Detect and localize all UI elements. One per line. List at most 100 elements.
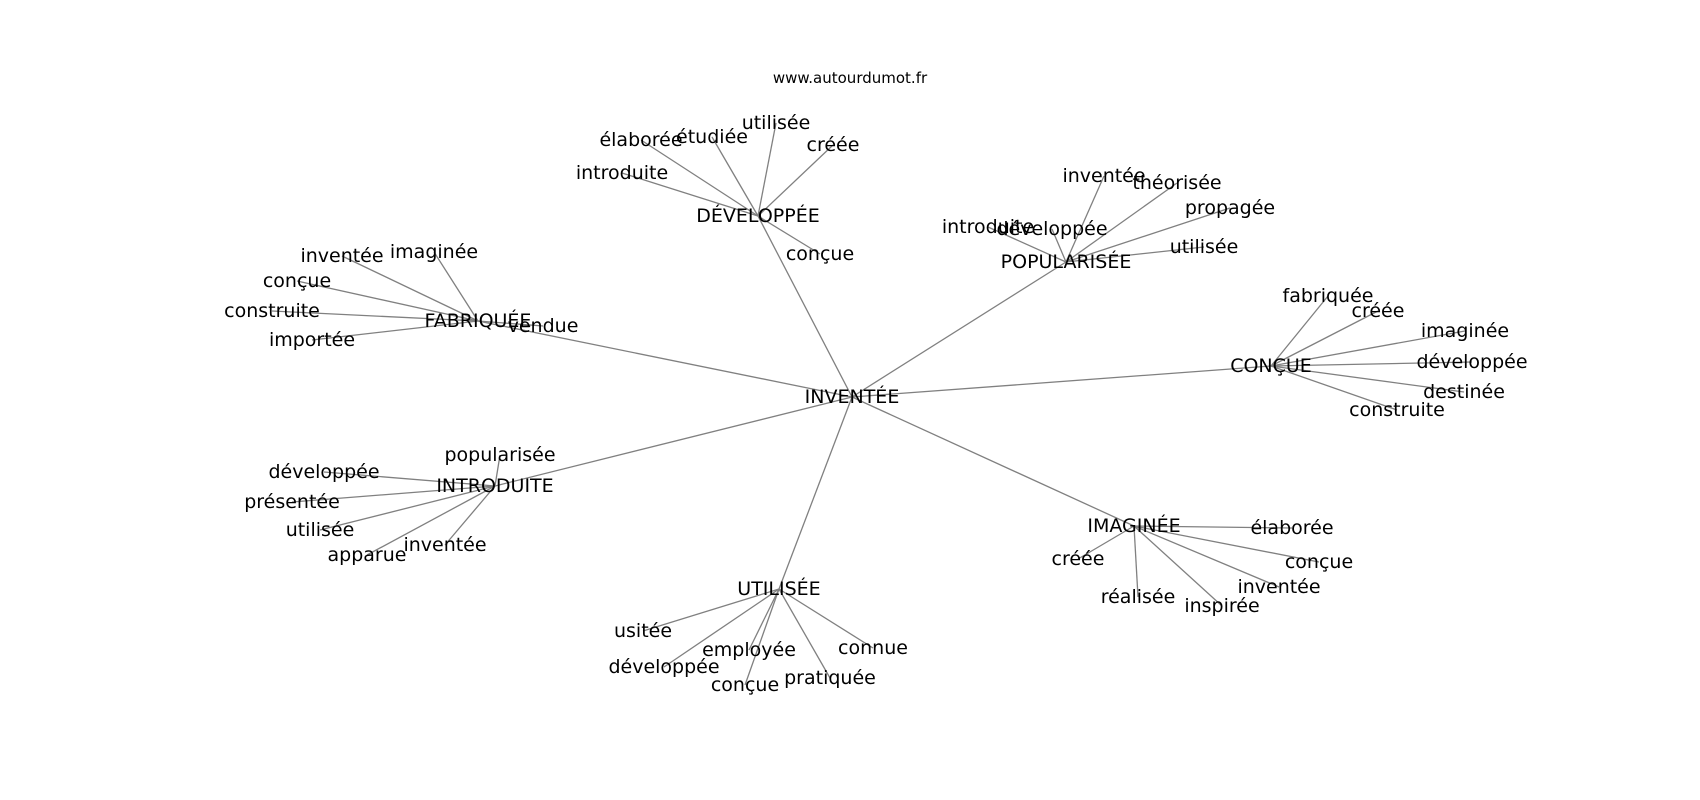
graph-edges	[271, 122, 1473, 686]
leaf-node-label: inspirée	[1184, 595, 1259, 617]
leaf-node-label: élaborée	[599, 129, 682, 151]
edge-hub-leaf	[1065, 182, 1178, 263]
edge-hub-leaf	[1133, 525, 1293, 529]
hub-node-label: CONÇUE	[1230, 355, 1312, 377]
edge-hub-leaf	[642, 588, 780, 632]
leaf-node-label: conçue	[263, 270, 331, 292]
leaf-node-label: importée	[269, 329, 355, 351]
edge-hub-leaf	[494, 454, 501, 487]
edge-hub-leaf	[757, 215, 821, 255]
leaf-node-label: destinée	[1423, 381, 1505, 403]
leaf-node-label: usitée	[614, 620, 672, 642]
edge-hub-leaf	[1065, 207, 1231, 263]
edge-hub-leaf	[778, 588, 831, 679]
edge-hub-leaf	[477, 320, 544, 327]
leaf-node-label: inventée	[300, 245, 383, 267]
leaf-node-label: développée	[1416, 351, 1527, 373]
leaf-node-label: pratiquée	[784, 667, 876, 689]
hub-node-label: POPULARISÉE	[1001, 250, 1132, 273]
leaf-node-label: utilisée	[286, 519, 355, 541]
edge-center-hub	[851, 396, 1135, 527]
edge-hub-leaf	[341, 255, 479, 322]
hub-node-label: INTRODUITE	[436, 475, 553, 497]
leaf-node-label: apparue	[328, 544, 407, 566]
leaf-node-label: introduite	[942, 216, 1034, 238]
edge-hub-leaf	[366, 485, 496, 556]
hub-node-label: DÉVELOPPÉE	[696, 204, 819, 227]
edge-hub-leaf	[433, 251, 479, 322]
leaf-node-label: théorisée	[1132, 172, 1221, 194]
edge-center-hub	[494, 396, 853, 487]
edge-hub-leaf	[1065, 246, 1205, 263]
leaf-node-label: construite	[224, 300, 320, 322]
edge-center-hub	[851, 365, 1272, 398]
source-url: www.autourdumot.fr	[773, 69, 928, 87]
edge-hub-leaf	[1270, 365, 1398, 411]
leaf-node-label: étudiée	[676, 126, 748, 148]
edge-hub-leaf	[778, 588, 874, 649]
hub-node-label: UTILISÉE	[737, 577, 820, 600]
edge-hub-leaf	[291, 485, 496, 503]
edge-hub-leaf	[271, 310, 479, 322]
edge-hub-leaf	[1133, 525, 1320, 563]
hub-node-label: FABRIQUÉE	[425, 309, 532, 332]
leaf-node-label: introduite	[576, 162, 668, 184]
edge-hub-leaf	[1051, 228, 1067, 263]
hub-node-label: IMAGINÉE	[1087, 514, 1180, 537]
edge-center-hub	[851, 261, 1067, 398]
edge-center-hub	[757, 215, 853, 398]
leaf-node-label: utilisée	[1170, 236, 1239, 258]
edge-hub-leaf	[757, 122, 777, 217]
leaf-node-label: développée	[268, 461, 379, 483]
edge-hub-leaf	[296, 280, 479, 322]
leaf-node-label: fabriquée	[1283, 285, 1374, 307]
leaf-node-label: développée	[996, 218, 1107, 240]
leaf-node-label: construite	[1349, 399, 1445, 421]
leaf-node-label: inventée	[1237, 576, 1320, 598]
edge-hub-leaf	[1133, 525, 1223, 607]
leaf-node-label: réalisée	[1101, 586, 1176, 608]
edge-hub-leaf	[311, 320, 479, 341]
leaf-node-label: vendue	[508, 315, 579, 337]
edge-hub-leaf	[711, 136, 759, 217]
edge-hub-leaf	[1270, 310, 1379, 367]
edge-hub-leaf	[757, 144, 834, 217]
edge-hub-leaf	[987, 226, 1067, 263]
edge-hub-leaf	[621, 172, 759, 217]
edge-hub-leaf	[748, 588, 780, 651]
leaf-node-label: connue	[838, 637, 908, 659]
leaf-node-label: conçue	[1285, 551, 1353, 573]
leaf-node-label: créée	[1052, 548, 1105, 570]
leaf-node-label: conçue	[786, 243, 854, 265]
edge-hub-leaf	[1270, 365, 1465, 393]
leaf-node-label: employée	[702, 639, 796, 661]
leaf-node-label: présentée	[244, 491, 340, 513]
edge-hub-leaf	[323, 471, 496, 487]
edge-hub-leaf	[663, 588, 780, 668]
edge-center-hub	[778, 396, 853, 590]
leaf-node-label: imaginée	[1421, 320, 1509, 342]
leaf-node-label: inventée	[403, 534, 486, 556]
center-node-label: INVENTÉE	[805, 385, 900, 408]
graph-labels: INVENTÉEDÉVELOPPÉEélaboréeétudiéeutilisé…	[224, 112, 1527, 696]
leaf-node-label: créée	[807, 134, 860, 156]
leaf-node-label: élaborée	[1250, 517, 1333, 539]
leaf-node-label: inventée	[1062, 165, 1145, 187]
edge-hub-leaf	[1270, 295, 1329, 367]
edge-hub-leaf	[1065, 175, 1105, 263]
edge-hub-leaf	[1270, 361, 1473, 367]
edge-center-hub	[477, 320, 853, 398]
leaf-node-label: développée	[608, 656, 719, 678]
edge-hub-leaf	[640, 139, 759, 217]
edge-hub-leaf	[744, 588, 780, 686]
edge-hub-leaf	[1077, 525, 1135, 560]
leaf-node-label: conçue	[711, 674, 779, 696]
leaf-node-label: imaginée	[390, 241, 478, 263]
edge-hub-leaf	[1133, 525, 1139, 598]
leaf-node-label: popularisée	[444, 444, 555, 466]
leaf-node-label: propagée	[1185, 197, 1275, 219]
edge-hub-leaf	[1270, 330, 1466, 367]
leaf-node-label: créée	[1352, 300, 1405, 322]
leaf-node-label: utilisée	[742, 112, 811, 134]
